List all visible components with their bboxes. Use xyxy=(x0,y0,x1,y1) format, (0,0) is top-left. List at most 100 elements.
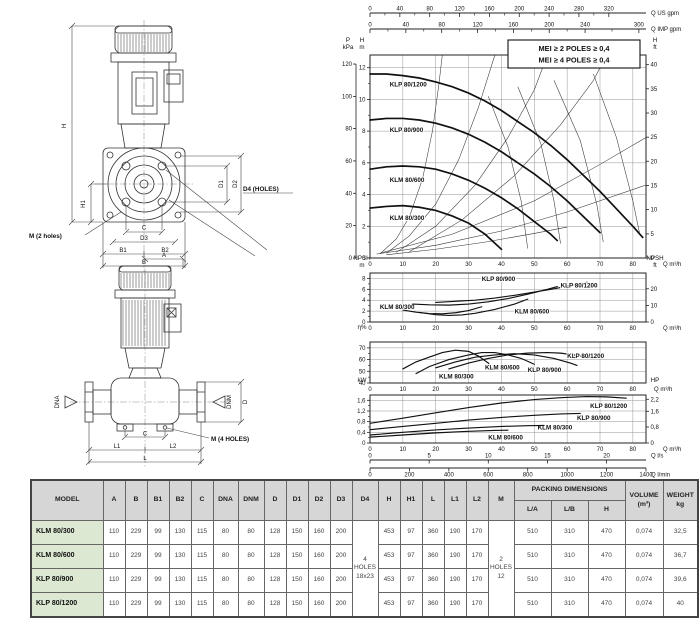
svg-text:0: 0 xyxy=(362,320,366,326)
dim-value-cell: 160 xyxy=(307,568,331,593)
motor-fins xyxy=(122,300,166,346)
dim-value-cell: 150 xyxy=(285,592,309,618)
dim-b2-label: B2 xyxy=(161,248,169,254)
weight-cell: 39,6 xyxy=(662,568,699,593)
fan-cover-hatch xyxy=(120,273,170,288)
svg-text:160: 160 xyxy=(508,23,519,29)
svg-text:20: 20 xyxy=(603,454,610,460)
header-dim-d4: D4 xyxy=(351,479,379,521)
svg-text:1000: 1000 xyxy=(560,473,574,479)
curve-label: KLP 80/900 xyxy=(390,127,424,134)
svg-text:60: 60 xyxy=(564,447,571,453)
curve-klm-80-300 xyxy=(402,306,483,315)
svg-text:0: 0 xyxy=(651,256,655,262)
svg-text:H: H xyxy=(360,37,364,44)
svg-text:10: 10 xyxy=(359,97,366,103)
svg-text:30: 30 xyxy=(465,447,472,453)
svg-text:20: 20 xyxy=(432,326,439,332)
header-dim-d2: D2 xyxy=(307,479,331,521)
svg-text:4: 4 xyxy=(362,298,366,304)
svg-text:8: 8 xyxy=(362,129,366,135)
dim-value-cell: 110 xyxy=(102,592,126,618)
svg-text:80: 80 xyxy=(630,262,637,268)
dim-l2-label: L2 xyxy=(170,444,177,450)
svg-text:80: 80 xyxy=(630,447,637,453)
svg-text:1,6: 1,6 xyxy=(357,398,366,404)
packing-value-cell: 310 xyxy=(550,544,589,569)
svg-text:2: 2 xyxy=(362,309,366,315)
dim-value-cell: 360 xyxy=(421,568,445,593)
header-packing-lb: L/B xyxy=(550,500,589,521)
svg-text:60: 60 xyxy=(564,387,571,393)
svg-text:η%: η% xyxy=(358,324,367,331)
svg-text:10: 10 xyxy=(651,303,658,309)
header-dim-a: A xyxy=(102,479,126,521)
dim-value-cell: 229 xyxy=(124,592,148,618)
svg-text:0: 0 xyxy=(362,256,366,262)
svg-text:ft: ft xyxy=(653,44,657,51)
dim-value-cell: 360 xyxy=(421,520,445,545)
dim-value-cell: 170 xyxy=(465,544,489,569)
dim-value-cell: 97 xyxy=(399,592,423,618)
svg-text:0: 0 xyxy=(368,454,372,460)
svg-text:0: 0 xyxy=(368,326,372,332)
dim-value-cell: 110 xyxy=(102,520,126,545)
model-cell: KLP 80/1200 xyxy=(30,592,104,618)
svg-text:Q m³/h: Q m³/h xyxy=(663,262,681,268)
corner-hole xyxy=(106,211,114,219)
flow-arrow-suction xyxy=(64,395,78,409)
svg-text:ft: ft xyxy=(653,262,657,269)
bolt-hole xyxy=(157,161,167,171)
header-dim-b: B xyxy=(124,479,148,521)
pump-front-view-drawing xyxy=(95,20,195,272)
curve-klm-80-300 xyxy=(369,429,509,438)
dim-value-cell: 160 xyxy=(307,520,331,545)
svg-text:40: 40 xyxy=(359,381,366,387)
dim-value-cell: 200 xyxy=(329,520,353,545)
svg-text:1,6: 1,6 xyxy=(651,409,660,415)
iso-efficiency-line xyxy=(396,54,548,253)
svg-text:12: 12 xyxy=(359,66,366,72)
svg-text:200: 200 xyxy=(544,23,555,29)
svg-text:0: 0 xyxy=(368,262,372,268)
svg-text:1,2: 1,2 xyxy=(357,409,366,415)
svg-text:Q l/s: Q l/s xyxy=(651,454,663,460)
dim-value-cell: 360 xyxy=(421,592,445,618)
svg-text:0: 0 xyxy=(368,473,372,479)
dim-dnm-label: DNM xyxy=(227,395,233,409)
curve-klp-80-1200 xyxy=(448,351,595,370)
svg-text:80: 80 xyxy=(438,23,445,29)
svg-text:40: 40 xyxy=(498,326,505,332)
curve-label: KLP 80/1200 xyxy=(390,82,427,89)
curve-klm-80-300 xyxy=(402,349,493,370)
svg-text:70: 70 xyxy=(597,262,604,268)
header-model: MODEL xyxy=(30,479,104,521)
packing-value-cell: 510 xyxy=(513,592,552,618)
front-view-dimensions: H H1 D1 D2 C D3 B1 B2 B M (2 holes) D4 (… xyxy=(29,22,293,270)
dim-value-cell: 80 xyxy=(212,592,239,618)
dim-value-cell: 128 xyxy=(263,544,287,569)
svg-text:80: 80 xyxy=(630,326,637,332)
dim-c2-label: C xyxy=(143,432,148,438)
bolt-hole xyxy=(157,197,167,207)
dim-value-cell: 115 xyxy=(190,544,214,569)
header-dim-dna: DNA xyxy=(212,479,239,521)
dim-value-cell: 128 xyxy=(263,592,287,618)
header-packing-la: L/A xyxy=(513,500,552,521)
header-dim-d3: D3 xyxy=(329,479,353,521)
svg-text:Q l/min: Q l/min xyxy=(651,473,670,479)
dim-d3-label: D3 xyxy=(140,236,148,242)
svg-text:2: 2 xyxy=(362,224,366,230)
volume-cell: 0,074 xyxy=(624,520,664,545)
dim-c-label: C xyxy=(142,226,147,232)
iso-efficiency-line xyxy=(386,226,568,256)
svg-text:35: 35 xyxy=(651,87,658,93)
header-dim-m: M xyxy=(487,479,515,521)
dim-value-cell: 110 xyxy=(102,544,126,569)
dim-value-cell: 229 xyxy=(124,520,148,545)
dim-value-cell: 80 xyxy=(212,568,239,593)
svg-text:0: 0 xyxy=(651,441,655,447)
dim-value-cell: 110 xyxy=(102,568,126,593)
